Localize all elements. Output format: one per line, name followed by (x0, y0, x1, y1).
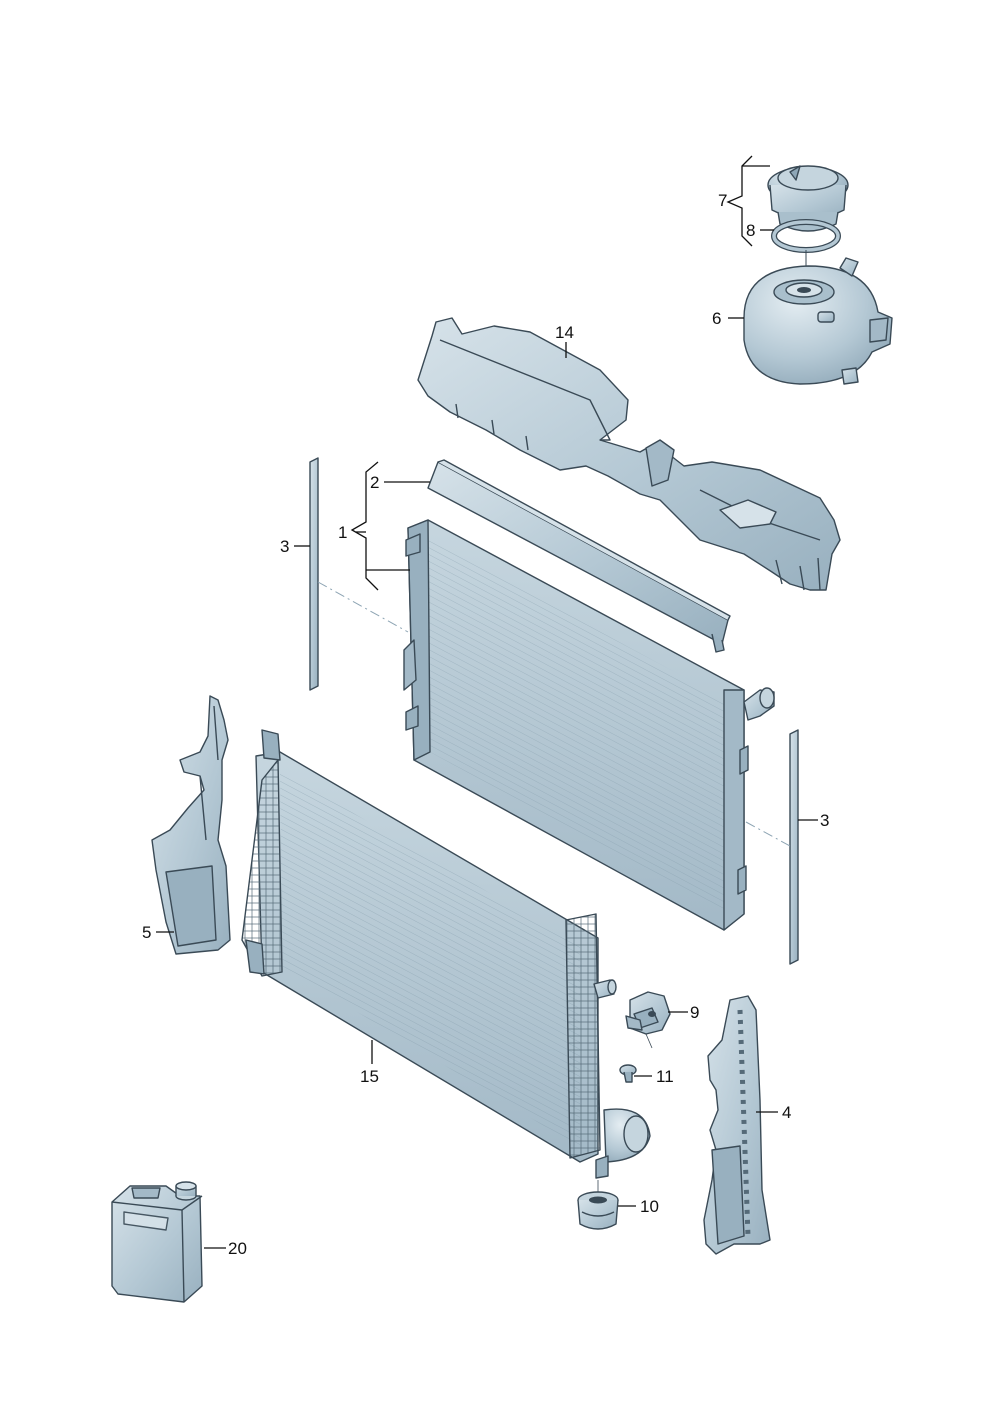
seal-strip-left (309, 457, 319, 691)
callout-6: 6 (712, 309, 721, 328)
expansion-tank (743, 250, 893, 385)
callout-4: 4 (782, 1103, 791, 1122)
air-guide-left (151, 695, 231, 955)
callout-3-right: 3 (820, 811, 829, 830)
axis-line-right (745, 821, 791, 847)
callout-2: 2 (370, 473, 379, 492)
seal-strip-top (427, 459, 731, 653)
coolant-cap (767, 165, 849, 232)
callout-1: 1 (338, 523, 347, 542)
axis-line-left (317, 581, 409, 633)
screw (619, 1064, 637, 1083)
callout-3-left: 3 (280, 537, 289, 556)
callout-8: 8 (746, 221, 755, 240)
callout-7: 7 (718, 191, 727, 210)
callout-9: 9 (690, 1003, 699, 1022)
charge-air-cooler (241, 729, 651, 1179)
callout-11: 11 (656, 1067, 674, 1086)
coolant-radiator (403, 519, 775, 931)
seal-strip-right (789, 729, 799, 965)
coolant-canister (111, 1181, 203, 1303)
air-duct-upper (417, 317, 841, 591)
drain-plug (577, 1180, 619, 1230)
callout-5: 5 (142, 923, 151, 942)
callout-14: 14 (555, 323, 574, 342)
callout-15: 15 (360, 1067, 379, 1086)
callout-10: 10 (640, 1197, 659, 1216)
air-guide-right (703, 995, 771, 1255)
assembly-line-9 (645, 1033, 653, 1049)
callout-20: 20 (228, 1239, 247, 1258)
bracket-1 (350, 461, 379, 591)
radiator-holder (625, 991, 671, 1035)
